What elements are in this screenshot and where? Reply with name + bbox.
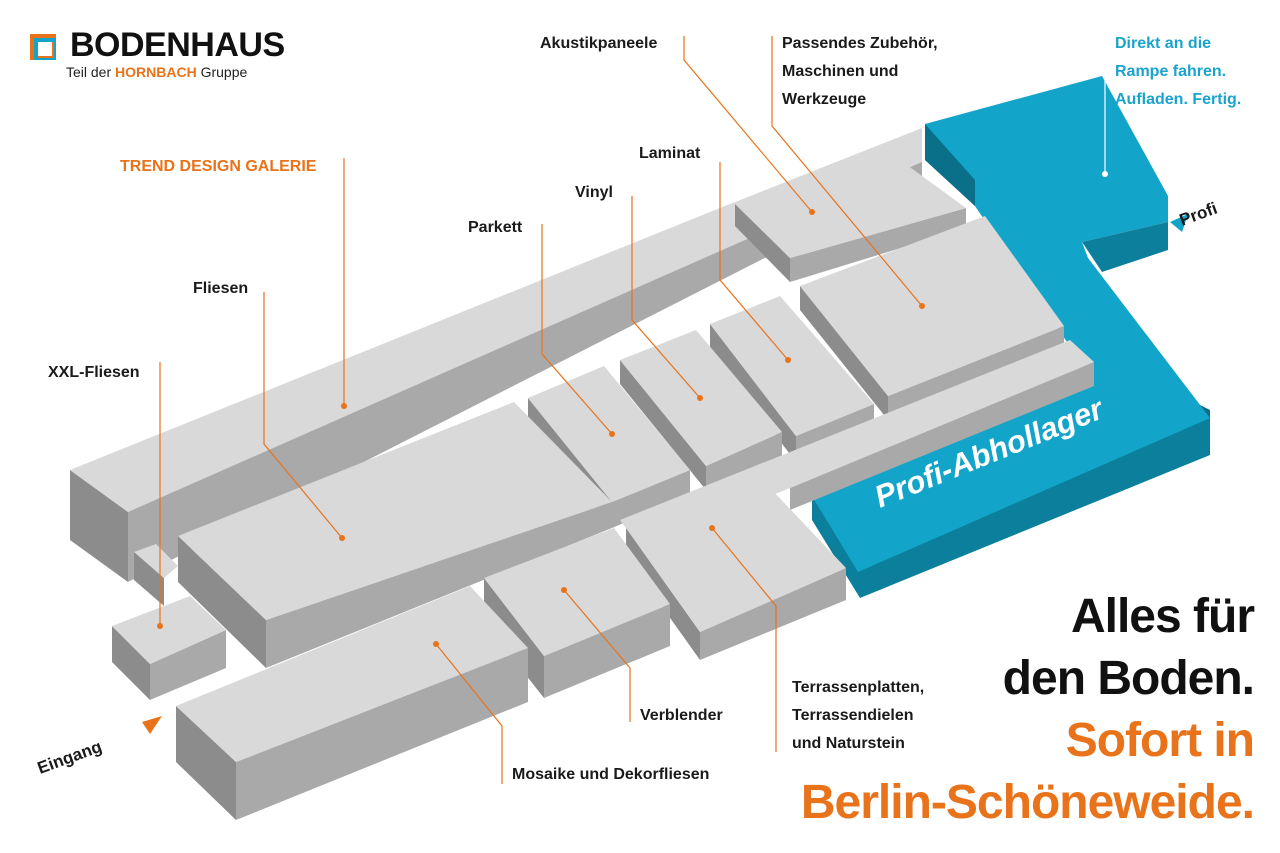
label-profi: Profi (1177, 199, 1220, 230)
profi-marker: Profi (1170, 199, 1220, 232)
label-terrassen-2: Terrassendielen (792, 707, 914, 724)
label-direkt-3: Aufladen. Fertig. (1115, 91, 1241, 108)
brand-sub-prefix: Teil der (66, 64, 112, 80)
label-parkett: Parkett (468, 219, 523, 236)
label-verblender: Verblender (640, 707, 723, 724)
brand-sub-highlight: HORNBACH (115, 64, 197, 80)
label-vinyl: Vinyl (575, 184, 613, 201)
label-akustikpaneele: Akustikpaneele (540, 35, 657, 52)
label-terrassen-1: Terrassenplatten, (792, 679, 924, 696)
label-zubehoer-3: Werkzeuge (782, 91, 866, 108)
profi-abhollager-block (812, 76, 1210, 598)
label-fliesen: Fliesen (193, 280, 248, 297)
label-trend-design-galerie: TREND DESIGN GALERIE (120, 158, 317, 175)
block-trend-galerie (70, 128, 922, 582)
brand-sub-suffix: Gruppe (200, 64, 248, 80)
eingang-arrow-icon (142, 716, 162, 734)
block-profi-strip (620, 340, 1094, 548)
block-xxl-fliesen (112, 544, 226, 700)
eingang-marker: Eingang (35, 716, 162, 778)
label-laminat: Laminat (639, 145, 701, 162)
slogan: Alles für den Boden. Sofort in Berlin-Sc… (800, 586, 1255, 834)
block-akustik (735, 160, 966, 282)
label-eingang: Eingang (35, 737, 105, 778)
slogan-line-3: Sofort in (1065, 714, 1255, 767)
label-direkt-2: Rampe fahren. (1115, 63, 1226, 80)
profi-arrow-icon (1170, 214, 1188, 232)
label-xxl-fliesen: XXL-Fliesen (48, 364, 140, 381)
brand-subline: Teil der HORNBACH Gruppe (66, 64, 247, 80)
slogan-line-1: Alles für (1070, 590, 1255, 643)
label-terrassen-3: und Naturstein (792, 735, 905, 752)
label-direkt-1: Direkt an die (1115, 35, 1211, 52)
slogan-line-2: den Boden. (1002, 652, 1255, 705)
block-mosaike (176, 586, 528, 820)
label-mosaike: Mosaike und Dekorfliesen (512, 766, 709, 783)
leader-lines (157, 36, 1108, 784)
bodenhaus-logo-icon (30, 34, 56, 60)
slogan-line-4: Berlin-Schöneweide. (800, 776, 1255, 829)
block-fliesen (178, 402, 612, 668)
label-zubehoer-1: Passendes Zubehör, (782, 35, 938, 52)
block-terrassen (626, 488, 846, 660)
label-zubehoer-2: Maschinen und (782, 63, 898, 80)
brand-name: BODENHAUS (70, 26, 285, 64)
